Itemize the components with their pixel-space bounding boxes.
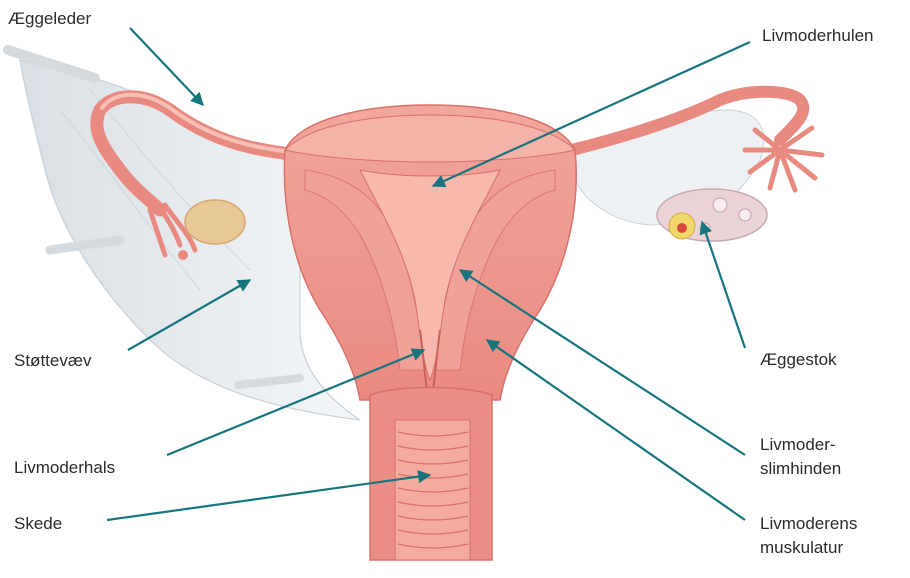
label-stottevaev-text: Støttevæv — [14, 349, 91, 373]
label-livmoderslimhinden-line1: Livmoder- — [760, 433, 841, 457]
ovary-follicle-3 — [739, 209, 751, 221]
label-aeggeleder-text: Æggeleder — [8, 7, 91, 31]
label-aeggeleder: Æggeleder — [8, 7, 91, 31]
ovary-follicle-core — [677, 223, 687, 233]
label-livmoderslimhinden: Livmoder- slimhinden — [760, 433, 841, 481]
label-livmoderhals: Livmoderhals — [14, 456, 115, 480]
label-livmoderslimhinden-line2: slimhinden — [760, 457, 841, 481]
label-muskulatur: Livmoderens muskulatur — [760, 512, 857, 560]
label-skede-text: Skede — [14, 512, 62, 536]
label-livmoderhulen-text: Livmoderhulen — [762, 24, 874, 48]
egg-drop — [178, 250, 188, 260]
label-aeggestok: Æggestok — [760, 348, 837, 372]
ovary-follicle-2 — [713, 198, 727, 212]
label-livmoderhulen: Livmoderhulen — [762, 24, 874, 48]
ovary-left — [185, 200, 245, 244]
label-livmoderhals-text: Livmoderhals — [14, 456, 115, 480]
label-muskulatur-line2: muskulatur — [760, 536, 857, 560]
label-muskulatur-line1: Livmoderens — [760, 512, 857, 536]
label-skede: Skede — [14, 512, 62, 536]
label-stottevaev: Støttevæv — [14, 349, 91, 373]
label-aeggestok-text: Æggestok — [760, 348, 837, 372]
